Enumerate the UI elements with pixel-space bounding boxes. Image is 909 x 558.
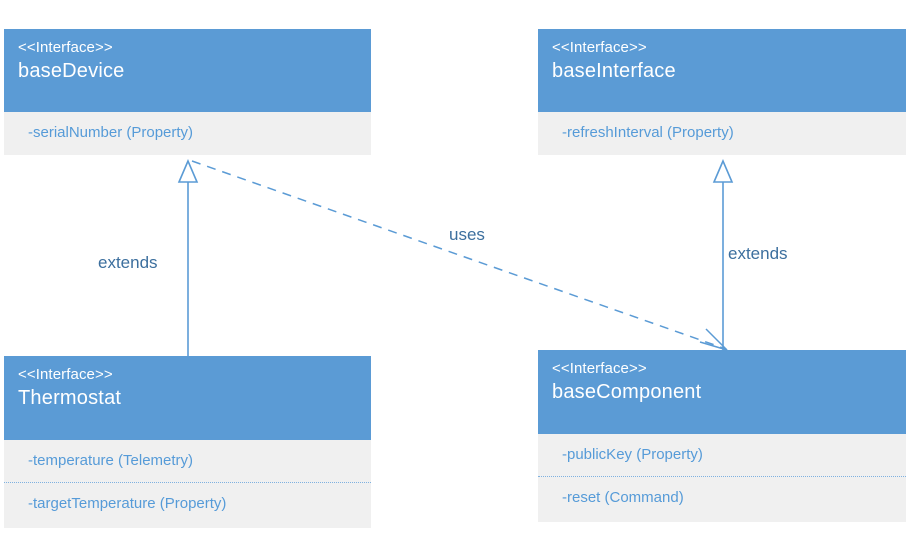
uml-body-basedevice: -serialNumber (Property) [4,112,371,155]
class-name-label: baseComponent [552,381,702,403]
edge-line-uses [191,160,727,350]
open-arrowhead-uses [699,328,728,351]
uml-box-thermostat[interactable]: <<Interface>> Thermostat -temperature (T… [4,356,371,528]
stereotype-label: <<Interface>> [18,39,113,56]
uml-header-basecomponent: <<Interface>> baseComponent [538,350,906,434]
class-name-label: baseDevice [18,60,125,82]
uml-body-basecomponent: -publicKey (Property) -reset (Command) [538,434,906,522]
attribute-row[interactable]: -serialNumber (Property) [28,124,194,141]
uml-box-baseinterface[interactable]: <<Interface>> baseInterface -refreshInte… [538,29,906,155]
uml-box-basedevice[interactable]: <<Interface>> baseDevice -serialNumber (… [4,29,371,155]
attribute-row[interactable]: -temperature (Telemetry) [28,452,194,469]
edge-label-uses: uses [449,225,485,244]
attribute-row[interactable]: -reset (Command) [538,476,906,519]
stereotype-label: <<Interface>> [552,39,647,56]
stereotype-label: <<Interface>> [552,360,647,377]
class-name-label: Thermostat [18,387,122,409]
uml-body-baseinterface: -refreshInterval (Property) [538,112,906,155]
edge-thermostat-extends-basedevice[interactable] [177,158,199,356]
uml-header-basedevice: <<Interface>> baseDevice [4,29,371,112]
uml-header-baseinterface: <<Interface>> baseInterface [538,29,906,112]
stereotype-label: <<Interface>> [18,366,113,383]
hollow-triangle-arrowhead-left [177,158,199,183]
attribute-row[interactable]: -targetTemperature (Property) [4,482,371,525]
attribute-row[interactable]: -refreshInterval (Property) [562,124,734,141]
edge-label-extends-left: extends [98,253,158,272]
attribute-row[interactable]: -publicKey (Property) [562,446,703,463]
uml-body-thermostat: -temperature (Telemetry) -targetTemperat… [4,440,371,528]
edge-label-extends-right: extends [728,244,788,263]
uml-header-thermostat: <<Interface>> Thermostat [4,356,371,440]
hollow-triangle-arrowhead-right [712,158,734,183]
edge-basedevice-uses-basecomponent[interactable] [191,160,728,351]
uml-box-basecomponent[interactable]: <<Interface>> baseComponent -publicKey (… [538,350,906,522]
class-name-label: baseInterface [552,60,676,82]
